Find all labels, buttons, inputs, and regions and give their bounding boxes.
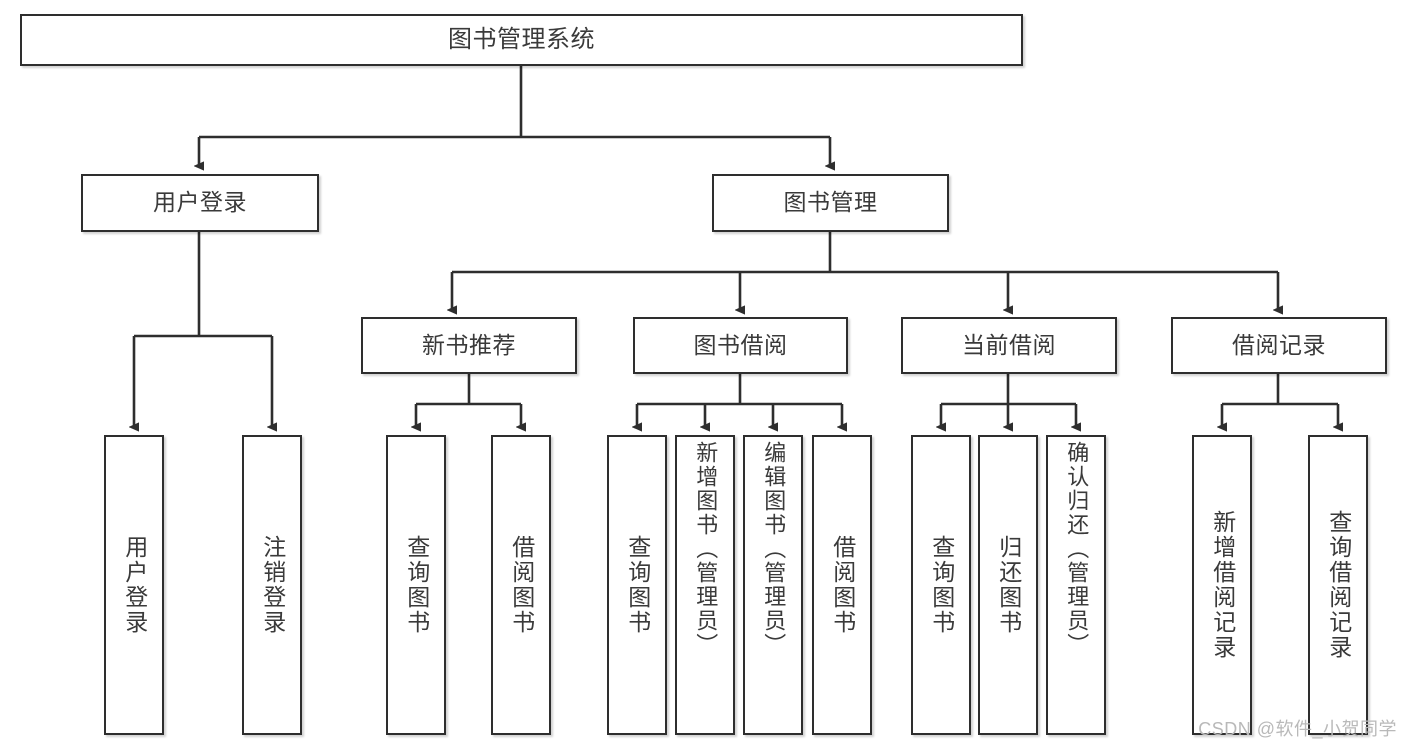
leaf-inner: 确认归还（管理员）	[1048, 437, 1104, 737]
leaf-user-login-logout-label: 注销登录	[259, 535, 286, 635]
node-root[interactable]: 图书管理系统	[20, 14, 1023, 66]
leaf-borrow-borrow-book-label: 借阅图书	[829, 535, 856, 635]
leaf-recommend-borrow-book[interactable]: 借阅图书	[491, 435, 551, 735]
leaf-current-query-book[interactable]: 查询图书	[911, 435, 971, 735]
node-borrow-record[interactable]: 借阅记录	[1171, 317, 1387, 374]
leaf-inner: 借阅图书	[493, 437, 549, 733]
leaf-record-add-record[interactable]: 新增借阅记录	[1192, 435, 1252, 735]
leaf-inner: 查询借阅记录	[1310, 437, 1366, 733]
leaf-inner: 归还图书	[980, 437, 1036, 733]
leaf-current-return-book[interactable]: 归还图书	[978, 435, 1038, 735]
leaf-inner: 注销登录	[244, 437, 300, 733]
leaf-borrow-borrow-book[interactable]: 借阅图书	[812, 435, 872, 735]
node-book-management-label: 图书管理	[783, 189, 878, 216]
leaf-record-add-record-label: 新增借阅记录	[1209, 510, 1236, 660]
leaf-inner: 新增图书（管理员）	[677, 437, 733, 737]
node-root-label: 图书管理系统	[448, 25, 595, 53]
leaf-user-login-login-label: 用户登录	[121, 535, 148, 635]
leaf-current-query-book-label: 查询图书	[928, 535, 955, 635]
leaf-recommend-query-book-label: 查询图书	[403, 535, 430, 635]
leaf-inner: 编辑图书（管理员）	[745, 437, 801, 737]
leaf-inner: 新增借阅记录	[1194, 437, 1250, 733]
node-user-login-label: 用户登录	[153, 189, 247, 216]
leaf-borrow-add-book-label: 新增图书（管理员）	[693, 441, 719, 657]
node-new-book-recommend[interactable]: 新书推荐	[361, 317, 577, 374]
leaf-borrow-query-book[interactable]: 查询图书	[607, 435, 667, 735]
leaf-recommend-borrow-book-label: 借阅图书	[508, 535, 535, 635]
node-current-borrow[interactable]: 当前借阅	[901, 317, 1117, 374]
leaf-inner: 查询图书	[609, 437, 665, 733]
leaf-record-query-record[interactable]: 查询借阅记录	[1308, 435, 1368, 735]
node-book-borrow[interactable]: 图书借阅	[633, 317, 848, 374]
node-new-book-recommend-label: 新书推荐	[422, 331, 516, 358]
leaf-recommend-query-book[interactable]: 查询图书	[386, 435, 446, 735]
leaf-user-login-login[interactable]: 用户登录	[104, 435, 164, 735]
leaf-borrow-edit-book[interactable]: 编辑图书（管理员）	[743, 435, 803, 735]
leaf-current-confirm-return[interactable]: 确认归还（管理员）	[1046, 435, 1106, 735]
node-user-login[interactable]: 用户登录	[81, 174, 319, 232]
leaf-record-query-record-label: 查询借阅记录	[1325, 510, 1352, 660]
leaf-borrow-query-book-label: 查询图书	[624, 535, 651, 635]
leaf-current-confirm-return-label: 确认归还（管理员）	[1064, 441, 1090, 657]
leaf-user-login-logout[interactable]: 注销登录	[242, 435, 302, 735]
node-book-borrow-label: 图书借阅	[693, 331, 788, 358]
leaf-current-return-book-label: 归还图书	[995, 535, 1022, 635]
leaf-borrow-edit-book-label: 编辑图书（管理员）	[761, 441, 787, 657]
leaf-inner: 查询图书	[388, 437, 444, 733]
node-book-management[interactable]: 图书管理	[712, 174, 949, 232]
leaf-inner: 借阅图书	[814, 437, 870, 733]
node-current-borrow-label: 当前借阅	[962, 331, 1056, 358]
leaf-inner: 查询图书	[913, 437, 969, 733]
leaf-borrow-add-book[interactable]: 新增图书（管理员）	[675, 435, 735, 735]
watermark: CSDN @软件_小贺同学	[1198, 719, 1397, 739]
leaf-inner: 用户登录	[106, 437, 162, 733]
node-borrow-record-label: 借阅记录	[1232, 331, 1326, 358]
